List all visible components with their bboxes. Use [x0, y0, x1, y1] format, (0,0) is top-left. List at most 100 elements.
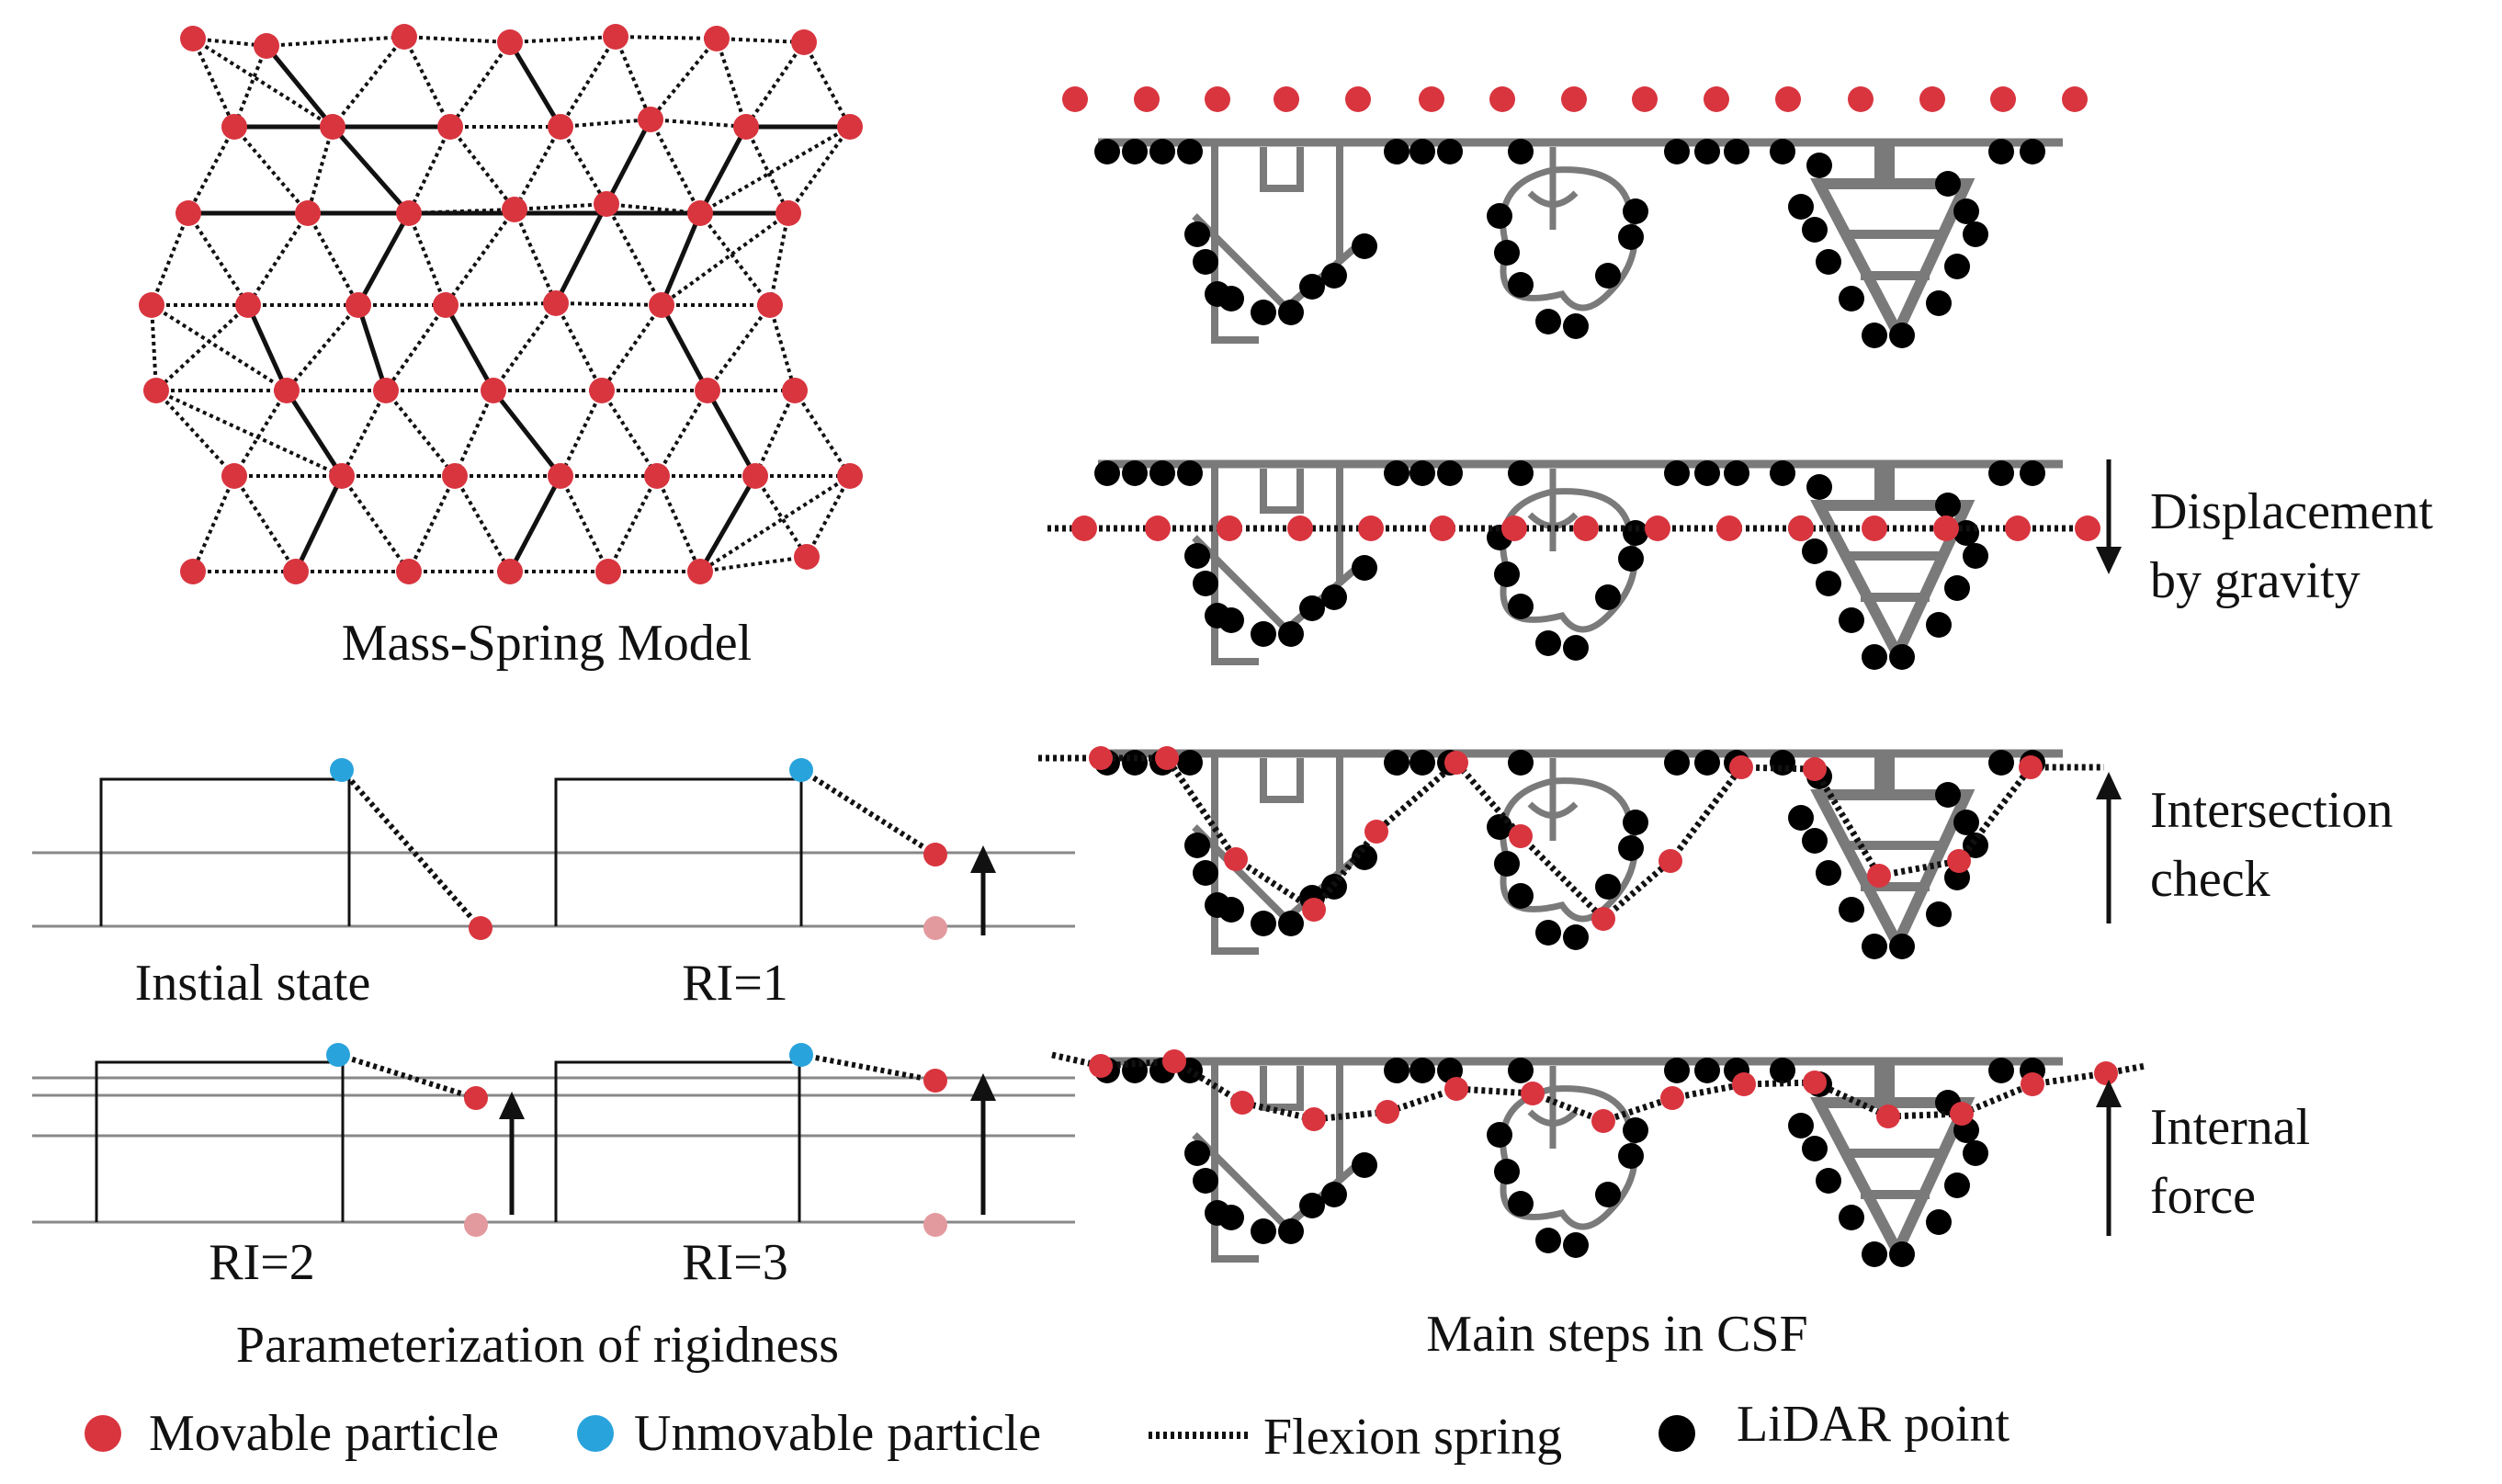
movable-particle [2094, 1061, 2118, 1085]
movable-particle [2021, 1072, 2044, 1096]
lidar-point [1218, 897, 1244, 923]
movable-particle [594, 191, 619, 217]
spring-line [706, 303, 772, 392]
lidar-point [1623, 810, 1648, 835]
spring-line [232, 45, 268, 128]
movable-particle [2019, 755, 2043, 779]
movable-particle [1089, 746, 1113, 770]
spring-line [513, 126, 562, 210]
lidar-point [1494, 240, 1520, 266]
lidar-point [1988, 460, 2014, 486]
lidar-point [1839, 897, 1864, 923]
spring-line [187, 211, 250, 307]
movable-particle [704, 26, 730, 51]
lidar-point [1184, 833, 1210, 858]
mass-spring-model [139, 24, 863, 584]
lidar-point [1122, 750, 1148, 776]
spring-line [154, 303, 250, 392]
lidar-point [1770, 460, 1795, 486]
movable-particle [1274, 86, 1299, 112]
faded-movable-particle [923, 916, 947, 940]
lidar-point [1889, 1241, 1915, 1267]
lidar-point [1193, 249, 1218, 275]
spring-line [306, 212, 360, 306]
spring-line [793, 389, 852, 478]
building-box [99, 777, 351, 926]
flexion-spring [799, 767, 937, 857]
ri1-label: RI=1 [682, 955, 788, 1012]
lidar-point [1508, 1191, 1534, 1217]
structural-spring [293, 474, 345, 573]
structural-spring [245, 303, 289, 392]
movable-particle [373, 378, 399, 403]
spring-line [787, 125, 852, 215]
lidar-point [1816, 860, 1841, 886]
lidar-point [1595, 584, 1621, 610]
lidar-point [1988, 750, 2014, 776]
movable-particle [143, 378, 169, 403]
lidar-point [1694, 139, 1720, 164]
movable-particle [1521, 1082, 1545, 1105]
lidar-point [1409, 750, 1435, 776]
lidar-point [1508, 460, 1534, 486]
lidar-point [1788, 194, 1814, 220]
lidar-point [1218, 607, 1244, 633]
lidar-point [1409, 460, 1435, 486]
structural-spring [507, 40, 563, 129]
movable-particle [1145, 515, 1171, 541]
movable-particle [481, 378, 506, 403]
movable-particle [1803, 1071, 1827, 1094]
lidar-point [1623, 198, 1648, 224]
spring-line [384, 303, 447, 392]
spring-line [232, 389, 289, 478]
movable-particle [502, 197, 527, 222]
structural-spring [697, 125, 749, 215]
rigidness-panels [32, 758, 1075, 1237]
movable-particle [396, 559, 422, 584]
movable-particle [1345, 86, 1371, 112]
lidar-point [1839, 286, 1864, 312]
tree-outline [1500, 147, 1638, 312]
movable-particle [1501, 515, 1527, 541]
spring-line [559, 390, 604, 477]
movable-particle [791, 29, 817, 55]
lidar-point [1508, 594, 1534, 619]
spring-line [698, 474, 852, 573]
object-outline [1260, 758, 1304, 803]
spring-line [154, 389, 236, 478]
movable-particle [1561, 86, 1587, 112]
movable-particle [1573, 515, 1599, 541]
lidar-point [1352, 555, 1377, 581]
lidar-point [1494, 851, 1520, 877]
spring-line [600, 303, 663, 392]
lidar-point [1953, 198, 1979, 224]
spring-line [716, 37, 805, 44]
movable-particle [543, 290, 569, 316]
lidar-point [1889, 323, 1915, 348]
intersection-label-line1: Intersection [2150, 782, 2393, 839]
movable-particle [1205, 86, 1230, 112]
lidar-point [1953, 810, 1979, 835]
lidar-point [1770, 1058, 1795, 1083]
lidar-point [1487, 1122, 1512, 1148]
lidar-point [1177, 139, 1203, 164]
movable-particle [1302, 1107, 1326, 1131]
lidar-point [1862, 934, 1887, 959]
movable-particle [2005, 515, 2031, 541]
lidar-point [1193, 860, 1218, 886]
lidar-point [1494, 561, 1520, 587]
movable-particle [1716, 515, 1742, 541]
structural-spring [443, 303, 496, 392]
spring-line [559, 125, 608, 206]
structural-spring [492, 389, 562, 478]
lidar-point [1944, 254, 1970, 279]
object-outline [1810, 789, 1976, 957]
lidar-point [1409, 139, 1435, 164]
csf-step-internal-force [1051, 1049, 2146, 1267]
legend-movable-label: Movable particle [149, 1405, 499, 1462]
lidar-point [1618, 224, 1644, 250]
movable-particle [1489, 86, 1515, 112]
object-outline [1874, 753, 1895, 792]
lidar-point [1816, 1168, 1841, 1194]
lidar-point [1494, 1159, 1520, 1184]
